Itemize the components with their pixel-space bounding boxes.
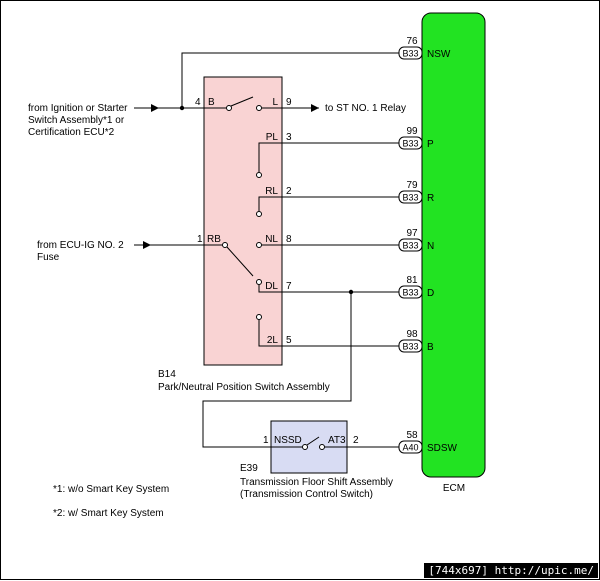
e39-lever bbox=[306, 436, 320, 446]
b14-contact-dl bbox=[256, 279, 262, 285]
b14-pin-7: 7 bbox=[286, 281, 292, 292]
ecm-connector-code: B33 bbox=[402, 241, 418, 251]
wire-nsw-branch bbox=[181, 52, 400, 108]
b14-name: Park/Neutral Position Switch Assembly bbox=[158, 382, 330, 393]
e39-term-at3: AT3 bbox=[328, 435, 346, 446]
b14-pin-1: 1 bbox=[197, 234, 203, 245]
b14-internal-rl bbox=[258, 196, 282, 211]
b14-contact-rb bbox=[222, 242, 228, 248]
b14-contact-rl bbox=[256, 211, 262, 217]
b14-pin-5: 5 bbox=[286, 335, 292, 346]
b14-internal-dl bbox=[258, 285, 282, 293]
ecm-connector-pill bbox=[398, 339, 423, 353]
e39-contact-nssd bbox=[302, 444, 308, 450]
watermark: [744x697] http://upic.me/ bbox=[424, 563, 598, 578]
ecm-pin-name: SDSW bbox=[427, 443, 458, 454]
ecm-label: ECM bbox=[443, 483, 465, 494]
ecm-pin-d: B33 81D bbox=[398, 275, 434, 299]
ecm-connector-code: B33 bbox=[402, 342, 418, 352]
footnote-2: *2: w/ Smart Key System bbox=[53, 508, 164, 519]
b14-switch-box bbox=[203, 76, 283, 366]
ecm-connector-code: B33 bbox=[402, 49, 418, 59]
ecm-pin-number: 99 bbox=[406, 126, 418, 137]
b14-pin-8: 8 bbox=[286, 234, 292, 245]
footnote-1: *1: w/o Smart Key System bbox=[53, 484, 169, 495]
b14-term-l: L bbox=[272, 97, 278, 108]
b14-contact-nl bbox=[256, 242, 262, 248]
b14-contact-pl bbox=[256, 172, 262, 178]
ecm-pin-number: 98 bbox=[406, 329, 418, 340]
e39-pin-2: 2 bbox=[353, 435, 359, 446]
b14-code: B14 bbox=[158, 369, 176, 380]
ecm-pin-number: 79 bbox=[406, 180, 418, 191]
ecm-pin-name: D bbox=[427, 288, 434, 299]
b14-term-rl: RL bbox=[265, 186, 278, 197]
ecm-pin-number: 97 bbox=[406, 228, 418, 239]
b14-term-pl: PL bbox=[266, 132, 279, 143]
e39-name-line2: (Transmission Control Switch) bbox=[240, 489, 373, 500]
b14-lever-rb bbox=[226, 246, 254, 277]
ecm-connector-pill bbox=[398, 136, 423, 150]
ecm-connector-pill bbox=[398, 440, 423, 454]
ecm-pin-b: B33 98B bbox=[398, 329, 434, 353]
b14-contact-2l bbox=[256, 314, 262, 320]
b14-lever-b-l bbox=[230, 96, 254, 107]
ecm-pin-number: 76 bbox=[406, 36, 418, 47]
b14-contact-l bbox=[256, 105, 262, 111]
ecm-pin-name: NSW bbox=[427, 49, 451, 60]
source-ignition-line2: Switch Assembly*1 or bbox=[28, 115, 125, 126]
b14-contact-b bbox=[226, 105, 232, 111]
ecm-pin-r: B33 79R bbox=[398, 180, 434, 204]
b14-pin-9: 9 bbox=[286, 97, 292, 108]
arrow-ignition-in bbox=[151, 104, 159, 112]
arrow-relay-out bbox=[311, 104, 319, 112]
ecm-connector-pill bbox=[398, 190, 423, 204]
ecm-connector-pill bbox=[398, 238, 423, 252]
ecm-connector-pill bbox=[398, 46, 423, 60]
b14-pin-3: 3 bbox=[286, 132, 292, 143]
arrow-ecu-ig-in bbox=[143, 241, 151, 249]
e39-term-nssd: NSSD bbox=[274, 435, 302, 446]
e39-code: E39 bbox=[240, 463, 258, 474]
ecm-connector-code: B33 bbox=[402, 288, 418, 298]
e39-pin-1: 1 bbox=[263, 435, 269, 446]
b14-internal-pl bbox=[258, 142, 282, 172]
relay-destination: to ST NO. 1 Relay bbox=[325, 103, 406, 114]
source-ignition-line3: Certification ECU*2 bbox=[28, 127, 115, 138]
ecm-connector-pill bbox=[398, 285, 423, 299]
e39-name-line1: Transmission Floor Shift Assembly bbox=[240, 477, 393, 488]
b14-term-rb: RB bbox=[207, 234, 221, 245]
ecm-pin-name: N bbox=[427, 241, 434, 252]
e39-contact-at3 bbox=[319, 444, 325, 450]
ecm-pin-name: P bbox=[427, 139, 434, 150]
wire-d-to-e39 bbox=[202, 292, 352, 448]
source-ignition-line1: from Ignition or Starter bbox=[28, 103, 128, 114]
b14-term-nl: NL bbox=[265, 234, 278, 245]
ecm-pin-n: B33 97N bbox=[398, 228, 434, 252]
b14-pin-2: 2 bbox=[286, 186, 292, 197]
b14-term-2l: 2L bbox=[267, 335, 279, 346]
ecm-pin-number: 58 bbox=[406, 430, 418, 441]
b14-term-dl: DL bbox=[265, 281, 278, 292]
ecm-connector-code: A40 bbox=[402, 443, 418, 453]
source-ecu-ig-line2: Fuse bbox=[37, 252, 60, 263]
ecm-pin-p: B33 99P bbox=[398, 126, 434, 150]
ecm-connector-code: B33 bbox=[402, 193, 418, 203]
ecm-pin-name: R bbox=[427, 193, 434, 204]
b14-pin-4: 4 bbox=[195, 97, 201, 108]
b14-term-b: B bbox=[208, 97, 215, 108]
b14-internal-2l bbox=[258, 320, 282, 347]
ecm-connector-code: B33 bbox=[402, 139, 418, 149]
ecm-pin-name: B bbox=[427, 342, 434, 353]
ecm-pin-number: 81 bbox=[406, 275, 418, 286]
source-ecu-ig-line1: from ECU-IG NO. 2 bbox=[37, 240, 124, 251]
